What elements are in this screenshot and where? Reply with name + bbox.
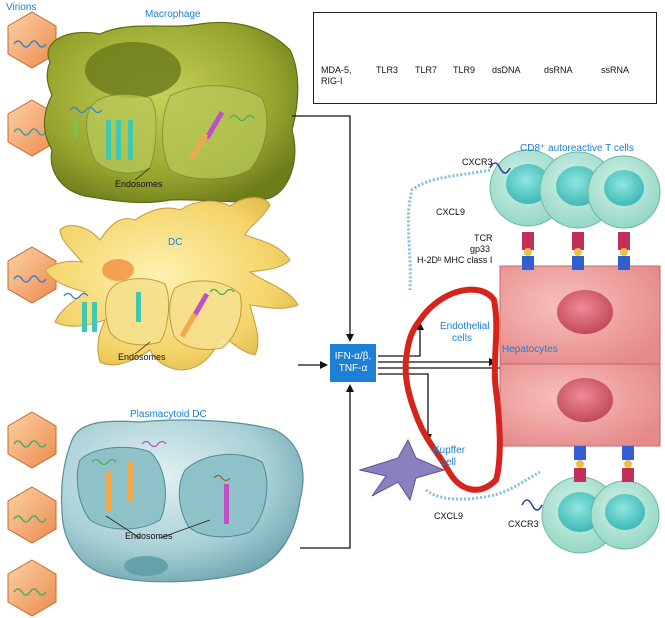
virion — [7, 486, 57, 544]
legend-ssrna: ssRNA — [601, 65, 630, 75]
dc-label: DC — [168, 237, 183, 248]
legend-dsrna: dsRNA — [544, 65, 573, 75]
kupffer-label-2: cell — [441, 457, 457, 468]
tlr7-receptor — [179, 312, 198, 338]
tlr3-receptor — [92, 302, 97, 332]
macrophage-cell — [43, 21, 299, 204]
tlr3-receptor — [116, 120, 121, 160]
cxcr3-receptor — [489, 162, 511, 174]
tlr3-receptor — [128, 120, 133, 160]
virion — [7, 411, 57, 469]
virion — [7, 559, 57, 617]
cxcl9-trail — [406, 168, 491, 291]
legend-tlr9: TLR9 — [453, 65, 476, 75]
tlr3-receptor — [106, 120, 111, 160]
cxcl9-label-top: CXCL9 — [436, 207, 466, 217]
endosome — [76, 446, 166, 530]
kupffer-cell — [358, 438, 446, 502]
mhc-label: H-2Dᵇ MHC class I — [417, 255, 493, 265]
cytokine-line1: IFN-α/β, — [334, 351, 372, 362]
t-cells-label: CD8⁺ autoreactive T cells — [520, 143, 634, 154]
t-cells-top — [489, 149, 661, 229]
kupffer-label-1: Kupffer — [433, 445, 466, 456]
tlr9-receptor — [204, 111, 225, 140]
cytokine-box: IFN-α/β, TNF-α — [330, 344, 376, 382]
tcr-mhc-complexes — [522, 232, 634, 482]
endothelial-label-1: Endothelial — [440, 321, 490, 332]
gp33-label: gp33 — [470, 244, 491, 254]
cxcr3-label-top: CXCR3 — [462, 157, 493, 167]
endosome — [86, 93, 157, 174]
macrophage-label: Macrophage — [145, 9, 201, 20]
hepatocytes-label: Hepatocytes — [502, 344, 558, 355]
legend-dsdna: dsDNA — [492, 65, 521, 75]
cxcl9-label-bottom: CXCL9 — [434, 511, 464, 521]
mda5-receptor — [74, 118, 78, 138]
endosomes-label-dc: Endosomes — [118, 352, 166, 362]
macrophage-nucleus — [85, 42, 181, 98]
virion — [7, 246, 57, 304]
pdc-label: Plasmacytoid DC — [130, 409, 207, 420]
endosome — [169, 280, 242, 350]
cxcr3-label-bottom: CXCR3 — [508, 519, 539, 529]
dendritic-cell — [44, 197, 299, 371]
virion — [7, 11, 57, 69]
tcr-label: TCR — [474, 233, 493, 243]
cytokine-line2: TNF-α — [338, 363, 368, 374]
tlr7-receptor — [106, 472, 111, 512]
signaling-arrows — [292, 115, 612, 549]
t-cells-bottom — [541, 476, 660, 554]
sinusoid-endothelium — [402, 286, 503, 493]
cxcl9-trail — [425, 470, 541, 501]
legend: MDA-5, RIG-I TLR3 TLR7 TLR9 dsDNA dsRNA … — [313, 12, 657, 104]
tlr9-receptor — [191, 292, 210, 318]
endothelial-label-2: cells — [452, 333, 473, 344]
cxcr3-receptor — [521, 499, 543, 511]
tlr3-receptor — [136, 292, 141, 322]
legend-tlr7: TLR7 — [415, 65, 438, 75]
hepatocytes — [499, 265, 661, 447]
pdc-nucleus — [124, 556, 168, 576]
tlr7-receptor — [128, 462, 133, 502]
endosomes-label-macrophage: Endosomes — [115, 179, 163, 189]
endosome — [162, 85, 268, 180]
endosomes-label-pdc: Endosomes — [125, 531, 173, 541]
virions-label: Virions — [6, 2, 37, 13]
legend-tlr3: TLR3 — [376, 65, 399, 75]
hepatocyte-nucleus — [557, 290, 613, 334]
legend-mda5-line1: MDA-5, — [321, 65, 352, 75]
dc-nucleus — [102, 259, 134, 281]
tlr7-receptor — [188, 133, 209, 162]
tlr3-receptor — [82, 302, 87, 332]
legend-mda5-line2: RIG-I — [321, 76, 343, 86]
plasmacytoid-dc-cell — [60, 419, 304, 583]
hepatocyte-nucleus — [557, 378, 613, 422]
tlr9-receptor — [224, 484, 229, 524]
endosome — [178, 453, 268, 538]
